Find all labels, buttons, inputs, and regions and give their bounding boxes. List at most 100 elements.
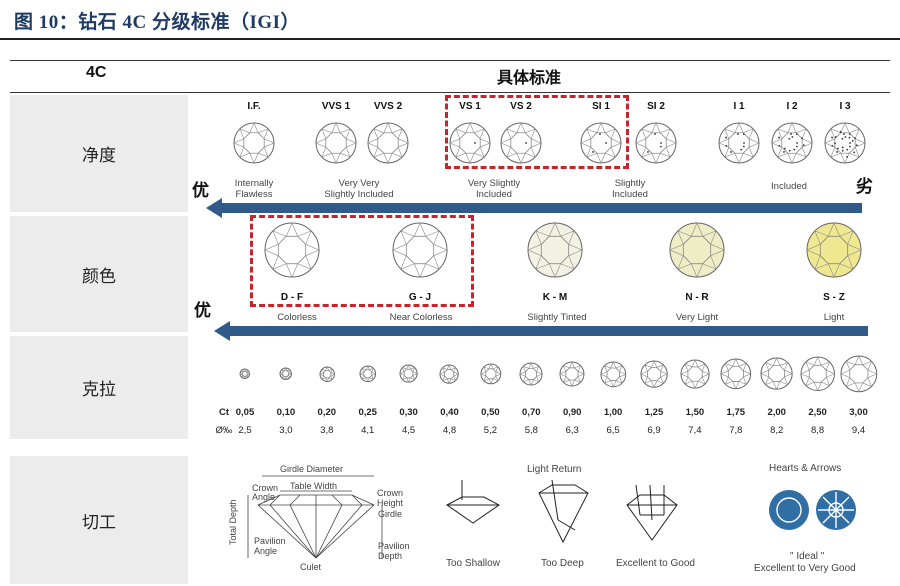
color-grade-2: K - M [542,292,568,303]
color-desc-1: Near Colorless [389,312,453,323]
carat-diamond-13 [760,357,793,391]
cut-girdle: Girdle [378,509,403,519]
clarity-diamond-1 [315,122,357,164]
color-best-label: 优 [194,301,211,321]
carat-mm-2: 3,8 [320,425,334,436]
carat-ct-4: 0,30 [399,407,418,418]
color-desc-4: Light [823,312,845,323]
cut-table-width: Table Width [290,481,338,491]
color-diamond-2 [527,222,583,278]
carat-diamond-7 [519,362,543,386]
carat-mm-7: 5,8 [524,425,538,436]
clarity-diamond-8 [771,122,813,164]
clarity-diamond-4 [500,122,542,164]
clarity-grade-vvs2: VVS 2 [373,101,403,112]
color-desc-2: Slightly Tinted [527,312,587,323]
carat-mm-0: 2,5 [238,425,252,436]
clarity-diamond-3 [449,122,491,164]
color-grade-0: D - F [280,292,304,303]
carat-ct-label: Ct [218,407,230,418]
cut-too-shallow: Too Shallow [446,558,500,569]
carat-diamond-3 [359,365,376,383]
carat-ct-5: 0,40 [440,407,459,418]
carat-mm-15: 9,4 [851,425,866,436]
carat-mm-5: 4,8 [442,425,457,436]
clarity-diamond-9 [824,122,866,164]
clarity-grade-vs1: VS 1 [459,101,481,112]
color-diamond-0 [264,222,320,278]
color-desc-0: Colorless [277,312,317,323]
carat-ct-15: 3,00 [849,407,868,418]
clarity-grade-vvs1: VVS 1 [321,101,351,112]
carat-ct-10: 1,25 [644,407,664,418]
cut-girdle-diameter: Girdle Diameter [280,464,344,474]
carat-mm-label: Ø‰ [215,425,233,436]
carat-mm-10: 6,9 [647,425,661,436]
title-rule [0,38,900,40]
color-diamond-3 [669,222,725,278]
header-standard: 具体标准 [497,70,562,87]
cut-excellent-good: Excellent to Good [616,558,695,569]
header-bottom-line [10,92,890,93]
clarity-arrow [220,203,862,213]
clarity-grade-i1: I 1 [733,101,745,112]
carat-diamond-1 [279,367,293,381]
carat-mm-9: 6,5 [606,425,620,436]
row-label-carat: 克拉 [10,336,188,439]
carat-ct-11: 1,50 [685,407,705,418]
carat-mm-13: 8,2 [770,425,784,436]
carat-ct-6: 0,50 [481,407,500,418]
carat-ct-14: 2,50 [808,407,827,418]
carat-mm-12: 7,8 [729,425,743,436]
clarity-grade-vs2: VS 2 [510,101,532,112]
clarity-best-label: 优 [192,181,209,201]
carat-diamond-6 [480,363,501,385]
header-top-line [10,60,890,61]
clarity-grade-si1: SI 1 [592,101,610,112]
row-label-clarity: 净度 [10,95,188,212]
clarity-diamond-6 [635,122,677,164]
clarity-diamond-0 [233,122,275,164]
carat-diamond-12 [720,358,752,390]
cut-ideal: " Ideal " [790,551,825,562]
clarity-diamond-7 [718,122,760,164]
carat-ct-1: 0,10 [276,407,296,418]
color-grade-3: N - R [685,292,709,303]
color-arrow-head [214,321,230,341]
carat-mm-6: 5,2 [483,425,497,436]
carat-mm-4: 4,5 [401,425,416,436]
carat-ct-12: 1,75 [726,407,746,418]
carat-diamond-14 [800,356,835,392]
figure-title: 图 10：钻石 4C 分级标准（IGI） [14,12,301,33]
carat-mm-3: 4,1 [361,425,375,436]
carat-diamond-10 [640,360,668,388]
carat-ct-13: 2,00 [767,407,786,418]
header-4c: 4C [86,64,107,81]
color-highlight-box [250,215,474,307]
carat-ct-2: 0,20 [317,407,337,418]
color-diamond-4 [806,222,862,278]
carat-mm-1: 3,0 [279,425,293,436]
color-diamond-1 [392,222,448,278]
clarity-desc-included: Included [771,181,807,192]
carat-diamond-8 [559,361,585,387]
row-label-color: 颜色 [10,216,188,332]
clarity-grade-si2: SI 2 [647,101,665,112]
carat-diamond-15 [840,355,877,393]
carat-ct-3: 0,25 [358,407,377,418]
carat-mm-14: 8,8 [810,425,825,436]
carat-diamond-11 [680,359,710,389]
cut-excellent-very-good: Excellent to Very Good [754,563,856,574]
carat-mm-8: 6,3 [565,425,579,436]
clarity-diamond-5 [580,122,622,164]
cut-culet: Culet [300,562,322,572]
clarity-highlight-box [445,95,629,169]
color-grade-4: S - Z [823,292,845,303]
carat-diamond-2 [319,366,335,382]
